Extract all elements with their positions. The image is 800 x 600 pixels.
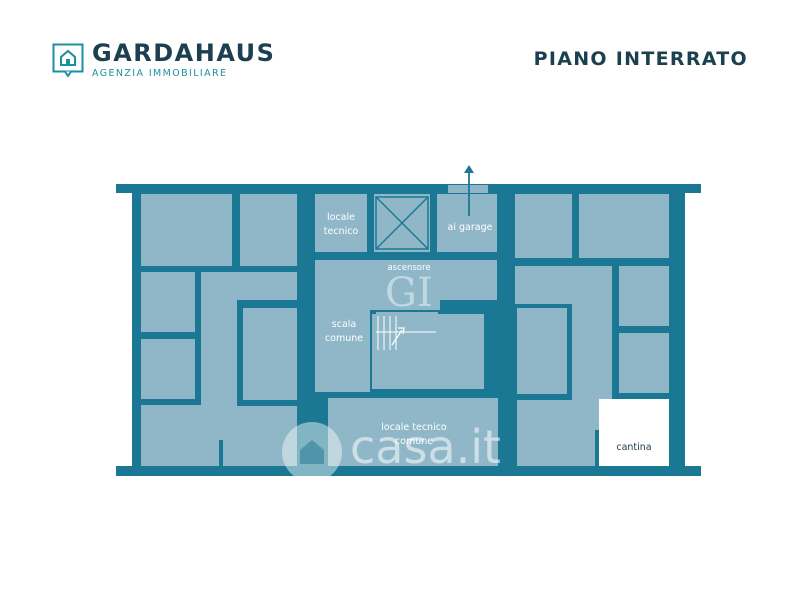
label-scala-comune: scala comune [324, 319, 364, 344]
brand-tagline: AGENZIA IMMOBILIARE [92, 68, 228, 79]
monogram-watermark: GI [385, 270, 433, 316]
house-icon [52, 43, 84, 77]
cantina-room [599, 399, 669, 466]
right-wing-rooms [515, 194, 669, 466]
brand-name: GARDAHAUS [92, 39, 276, 67]
casa-watermark-text: casa.it [350, 420, 502, 474]
garage-arrow [448, 165, 488, 216]
label-locale-tecnico-comune: locale tecnico comune [381, 422, 447, 447]
label-cantina: cantina [616, 442, 652, 453]
staircase [376, 316, 436, 350]
label-ascensore: ascensore [387, 263, 431, 273]
brand-logo: GARDAHAUS AGENZIA IMMOBILIARE [52, 40, 275, 79]
label-ai-garage: ai garage [447, 222, 493, 233]
left-wing-rooms [141, 194, 297, 466]
casa-watermark-logo [282, 422, 342, 482]
page-title: PIANO INTERRATO [533, 48, 748, 70]
elevator-symbol [375, 196, 429, 250]
label-locale-tecnico: locale tecnico [323, 212, 359, 237]
